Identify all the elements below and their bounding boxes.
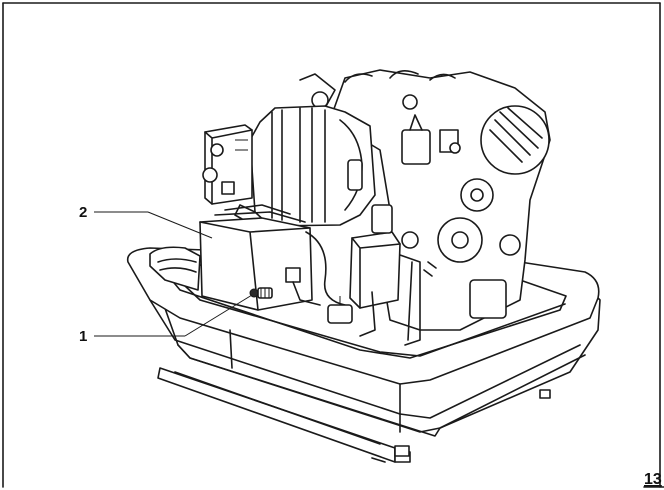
fan-shroud [149,246,201,291]
leader-line-2b [147,211,213,239]
figure-number: 13 [644,471,662,488]
leader-lines [94,211,253,337]
engine-front-details [327,204,437,346]
base-skid [157,367,411,463]
leader-line-1b [184,294,253,337]
ground-screw [249,287,273,299]
callout-label-2: 2 [79,204,87,221]
control-box [199,204,346,311]
exhaust-shield [234,105,376,229]
auxiliary-box [202,124,253,205]
callout-label-1: 1 [79,328,87,345]
